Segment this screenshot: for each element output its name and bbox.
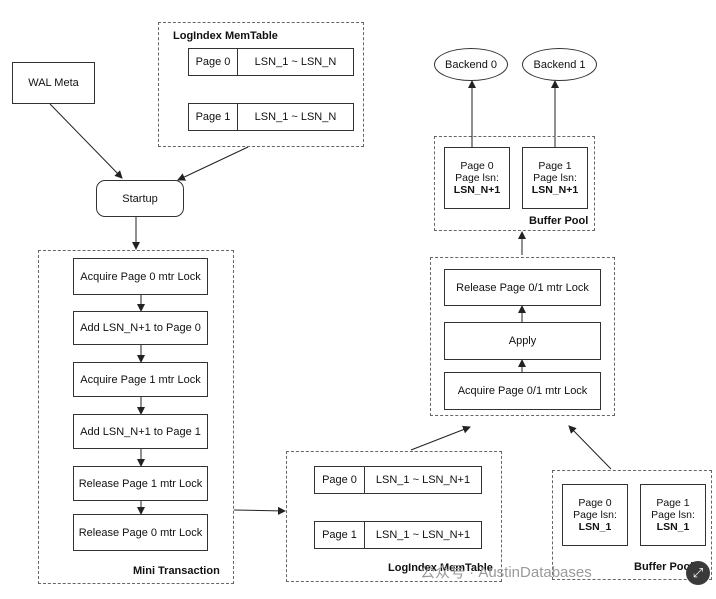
memtable-top-row-page0: Page 0 LSN_1 ~ LSN_N — [188, 48, 354, 76]
arrow-memtable2-apply — [410, 425, 471, 451]
logindex-memtable-bottom — [286, 451, 502, 582]
release-page01-lock-label: Release Page 0/1 mtr Lock — [456, 281, 589, 294]
mtr-step-4-label: Add LSN_N+1 to Page 1 — [80, 425, 201, 438]
mini-transaction-group — [38, 250, 234, 584]
wal-meta-box: WAL Meta — [12, 62, 95, 104]
memtable-top-row0-page: Page 0 — [189, 49, 238, 75]
acquire-page01-lock-label: Acquire Page 0/1 mtr Lock — [457, 385, 588, 397]
backend-0: Backend 0 — [434, 48, 508, 81]
logindex-memtable-bottom-title: LogIndex MemTable — [388, 562, 493, 574]
memtable-bottom-row0-range: LSN_1 ~ LSN_N+1 — [375, 474, 471, 486]
buffer-pool-bottom-page0: Page 0 Page lsn: LSN_1 — [562, 484, 628, 546]
apply-box: Apply — [444, 322, 601, 360]
expand-icon[interactable]: ⤢ — [686, 561, 710, 585]
mtr-step-3: Acquire Page 1 mtr Lock — [73, 362, 208, 397]
memtable-top-row0-range: LSN_1 ~ LSN_N — [254, 56, 337, 68]
bp-bottom-page0-lsn: LSN_1 — [578, 521, 612, 533]
bp-bottom-page1-lsn-label: Page lsn: — [651, 509, 695, 521]
mtr-step-5-label: Release Page 1 mtr Lock — [78, 477, 203, 490]
mtr-step-2-label: Add LSN_N+1 to Page 0 — [80, 322, 201, 334]
wal-meta-label: WAL Meta — [28, 77, 79, 89]
mtr-step-5: Release Page 1 mtr Lock — [73, 466, 208, 501]
bp-top-page1-lsn-label: Page lsn: — [533, 172, 577, 184]
bp-bottom-page0-name: Page 0 — [578, 497, 612, 509]
backend-0-label: Backend 0 — [445, 58, 497, 71]
memtable-bottom-row1-page: Page 1 — [315, 522, 365, 548]
mtr-step-2: Add LSN_N+1 to Page 0 — [73, 311, 208, 345]
buffer-pool-bottom-title: Buffer Pool — [634, 561, 694, 573]
mini-transaction-title: Mini Transaction — [133, 565, 220, 577]
apply-group — [430, 257, 615, 416]
watermark-text: 公众号 · AustinDatabases — [420, 564, 592, 581]
startup-box: Startup — [96, 180, 184, 217]
mtr-step-6-label: Release Page 0 mtr Lock — [78, 526, 203, 539]
arrow-bufferpool2-apply — [568, 425, 612, 470]
backend-1-label: Backend 1 — [533, 58, 586, 71]
memtable-bottom-row-page1: Page 1 LSN_1 ~ LSN_N+1 — [314, 521, 482, 549]
mtr-step-4: Add LSN_N+1 to Page 1 — [73, 414, 208, 449]
bp-top-page0-lsn: LSN_N+1 — [453, 184, 501, 196]
startup-label: Startup — [122, 192, 158, 205]
bp-top-page1-lsn: LSN_N+1 — [531, 184, 579, 196]
memtable-bottom-row0-page: Page 0 — [315, 467, 365, 493]
buffer-pool-top — [434, 136, 595, 231]
buffer-pool-bottom — [552, 470, 712, 580]
mtr-step-6: Release Page 0 mtr Lock — [73, 514, 208, 551]
buffer-pool-top-title: Buffer Pool — [529, 215, 589, 227]
bp-bottom-page1-name: Page 1 — [656, 497, 690, 509]
bp-top-page0-lsn-label: Page lsn: — [455, 172, 499, 184]
mtr-step-3-label: Acquire Page 1 mtr Lock — [80, 373, 201, 386]
bp-top-page0-name: Page 0 — [460, 160, 494, 172]
arrow-mtr-memtable2 — [233, 506, 286, 515]
apply-label: Apply — [508, 335, 537, 347]
mtr-step-1: Acquire Page 0 mtr Lock — [73, 258, 208, 295]
buffer-pool-top-page1: Page 1 Page lsn: LSN_N+1 — [522, 147, 588, 209]
acquire-page01-lock: Acquire Page 0/1 mtr Lock — [444, 372, 601, 410]
logindex-memtable-top-title: LogIndex MemTable — [173, 30, 278, 42]
bp-bottom-page1-lsn: LSN_1 — [656, 521, 690, 533]
release-page01-lock: Release Page 0/1 mtr Lock — [444, 269, 601, 306]
backend-1: Backend 1 — [522, 48, 597, 81]
memtable-bottom-row1-range: LSN_1 ~ LSN_N+1 — [375, 529, 471, 541]
bp-bottom-page0-lsn-label: Page lsn: — [573, 509, 617, 521]
arrow-walmeta-startup — [49, 103, 123, 179]
buffer-pool-bottom-page1: Page 1 Page lsn: LSN_1 — [640, 484, 706, 546]
memtable-top-row-page1: Page 1 LSN_1 ~ LSN_N — [188, 103, 354, 131]
mtr-step-1-label: Acquire Page 0 mtr Lock — [80, 270, 201, 283]
buffer-pool-top-page0: Page 0 Page lsn: LSN_N+1 — [444, 147, 510, 209]
memtable-bottom-row-page0: Page 0 LSN_1 ~ LSN_N+1 — [314, 466, 482, 494]
logindex-memtable-top — [158, 22, 364, 147]
memtable-top-row1-page: Page 1 — [189, 104, 238, 130]
memtable-top-row1-range: LSN_1 ~ LSN_N — [254, 111, 337, 123]
arrow-memtable-startup — [177, 146, 249, 181]
bp-top-page1-name: Page 1 — [538, 160, 572, 172]
